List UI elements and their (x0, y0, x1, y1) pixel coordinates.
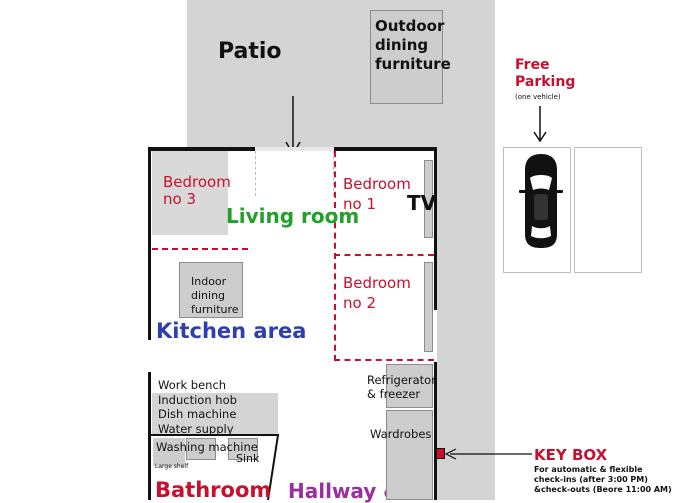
bedroom-1-label: Bedroom no 1 (343, 176, 411, 212)
wardrobes-label: Wardrobes (370, 427, 432, 441)
bedroom-2-boundary (334, 359, 434, 361)
bedroom-boundary-vertical (334, 151, 336, 361)
bedroom-1-boundary (334, 254, 434, 256)
patio-label: Patio (218, 39, 282, 64)
washing-machine-box (186, 438, 216, 460)
door-opening (255, 147, 334, 151)
area-word: area (253, 319, 307, 343)
parking-space-2 (574, 147, 642, 273)
large-shelf (153, 438, 185, 466)
induction-hob-label: Induction hob (158, 392, 237, 407)
parking-title-line: Free (515, 57, 550, 73)
bathroom-wall (150, 434, 280, 500)
wall-left (148, 147, 151, 340)
parking-title-line: Parking (515, 74, 576, 90)
bathroom-label: Bathroom (155, 478, 272, 502)
washing-machine-label: Washing machine (156, 440, 258, 454)
bedroom-1-line: no 1 (343, 194, 376, 213)
outdoor-dining-furniture: Outdoor dining furniture (370, 10, 451, 104)
key-box-arrow-icon (444, 448, 532, 460)
parking-title: Free Parking (515, 57, 575, 91)
bedroom-2-furniture (424, 262, 433, 352)
sink-label: Sink (236, 452, 260, 465)
indoor-dining-furniture: Indoor dining furniture (179, 262, 243, 318)
wall-top-right (334, 147, 437, 151)
wall-left-lower (148, 372, 151, 500)
indoor-dining-line: dining (191, 289, 226, 302)
refrigerator-label: Refrigerator & freezer (367, 373, 436, 401)
key-box-title: KEY BOX (534, 446, 608, 464)
key-box-details: For automatic & flexible check-ins (afte… (534, 465, 672, 495)
door-swing-right (333, 151, 334, 196)
tv-stand (424, 160, 433, 238)
refrigerator-line: Refrigerator (367, 373, 436, 387)
refrigerator-line: & freezer (367, 387, 421, 401)
large-shelf-label: Large shelf (155, 463, 189, 470)
hallway-label: Hallway & (288, 479, 401, 503)
bedroom-3-bed (152, 151, 228, 235)
wall-right-lower (434, 362, 437, 500)
bedroom-1-line: Bedroom (343, 175, 411, 193)
wardrobes-box (386, 410, 433, 500)
outdoor-dining-line: dining (375, 36, 429, 54)
key-box-line: check-ins (after 3:00 PM) (534, 475, 648, 484)
car-icon (519, 154, 563, 248)
water-supply-label: Water supply (158, 421, 234, 436)
indoor-dining-line: furniture (191, 303, 239, 316)
arrow-down-icon (533, 106, 547, 143)
sink-box (228, 438, 258, 460)
kitchen-word: Kitchen (156, 319, 247, 343)
kitchen-area-label: Kitchen area (156, 319, 307, 343)
bedroom-2-line: Bedroom (343, 274, 411, 292)
dish-machine-label: Dish machine (158, 407, 237, 421)
bedroom-3-line: no 3 (163, 189, 196, 208)
living-room-label: Living room (226, 204, 360, 228)
key-box-marker (436, 448, 445, 459)
indoor-dining-line: Indoor (191, 275, 227, 288)
bedroom-3-line: Bedroom (163, 173, 231, 191)
work-bench-label: Work bench (158, 378, 227, 392)
bedroom-3-boundary (152, 248, 248, 250)
outdoor-dining-line: furniture (375, 55, 451, 73)
kitchen-items: Work bench Induction hob Dish machine Wa… (158, 378, 237, 436)
wall-top-left (150, 147, 255, 151)
bedroom-2-line: no 2 (343, 293, 376, 312)
refrigerator-box (386, 364, 433, 408)
key-box-line: &check-outs (Beore 11:00 AM) (534, 485, 672, 494)
bedroom-2-label: Bedroom no 2 (343, 275, 411, 311)
outdoor-dining-line: Outdoor (375, 17, 445, 35)
key-box-line: For automatic & flexible (534, 465, 643, 474)
tv-label: TV (407, 191, 437, 215)
wall-right (434, 147, 437, 310)
kitchen-counter (152, 393, 278, 435)
bedroom-3-label: Bedroom no 3 (163, 174, 231, 207)
parking-space-1 (503, 147, 571, 273)
parking-note: (one vehicle) (515, 93, 561, 101)
door-swing-left (255, 151, 256, 196)
